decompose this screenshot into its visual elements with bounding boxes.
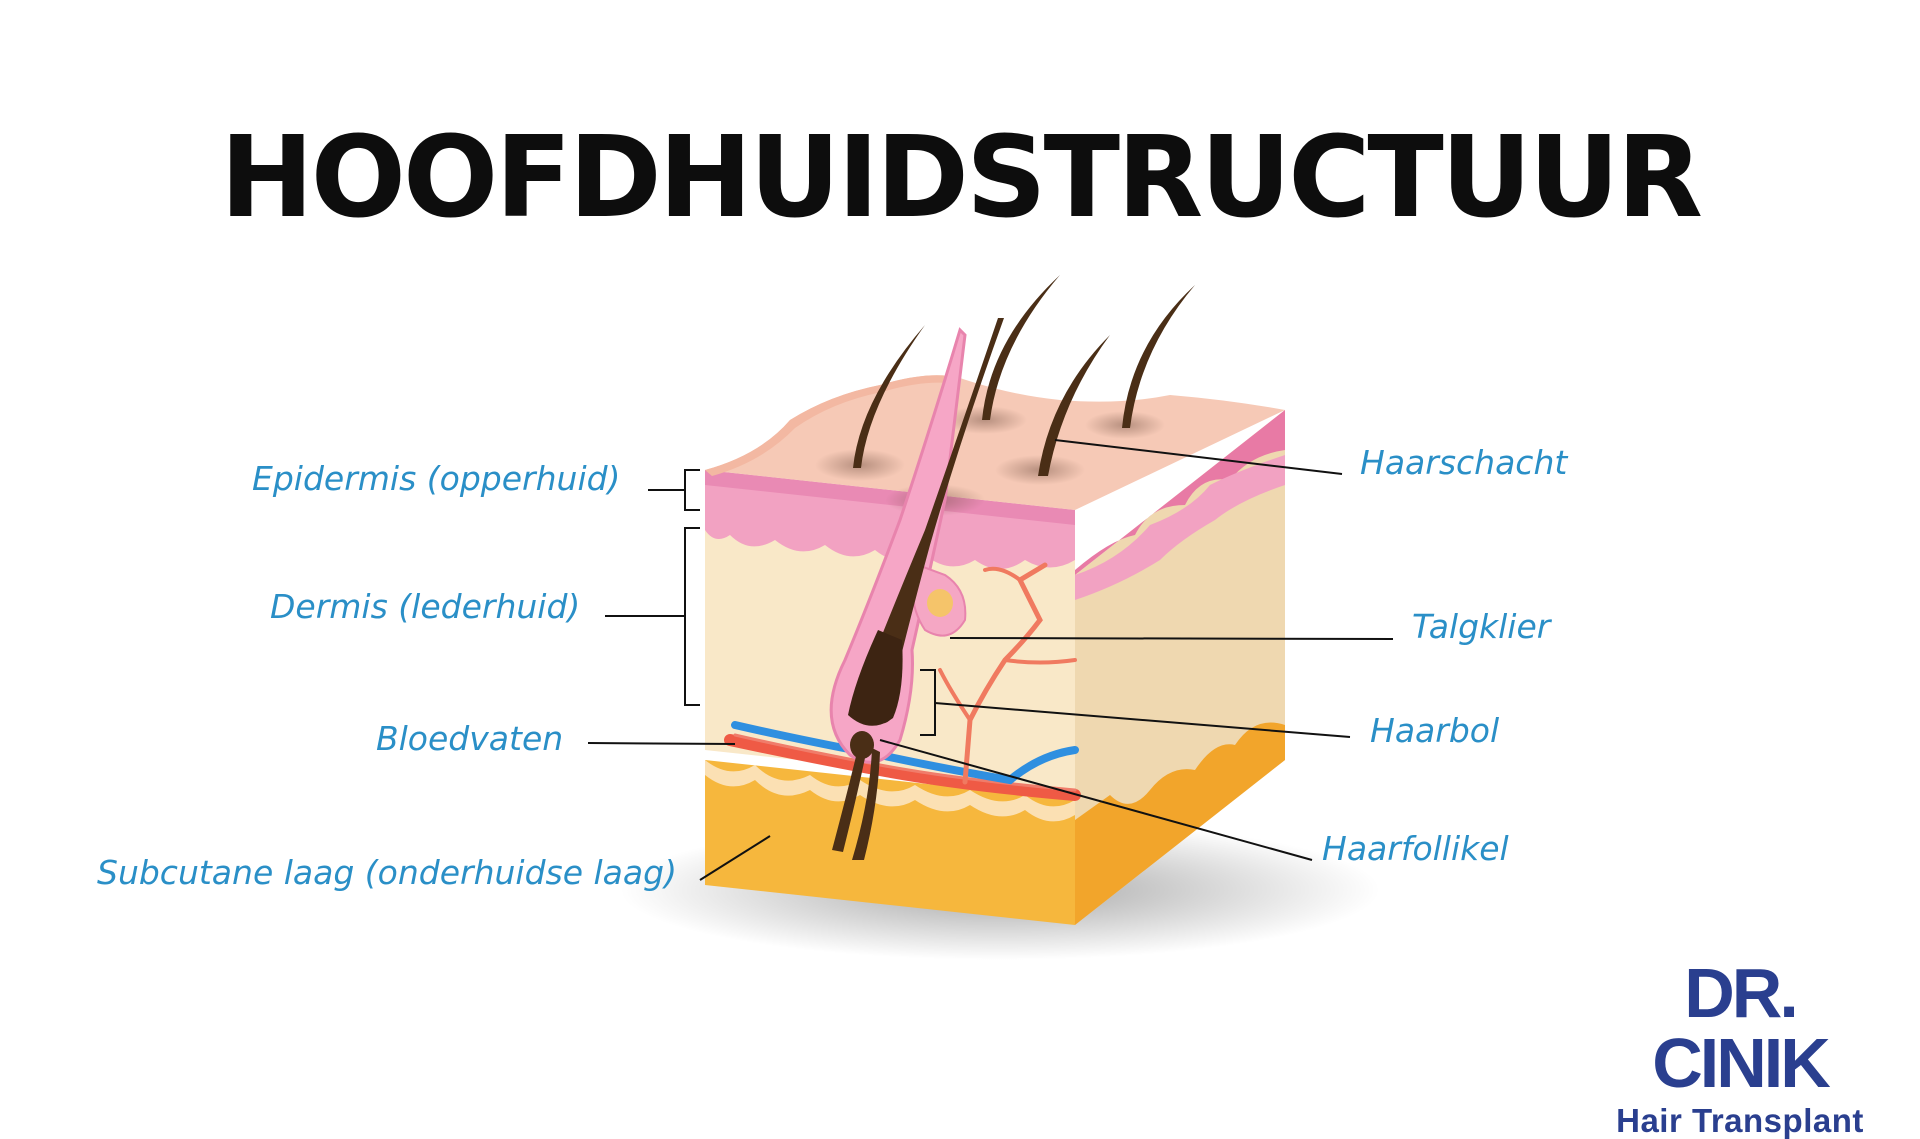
label-haarbol: Haarbol	[1370, 711, 1500, 750]
label-haarschacht: Haarschacht	[1360, 443, 1568, 482]
hair-bulb	[848, 630, 903, 726]
dermis-bracket	[684, 527, 700, 706]
block-front-face	[705, 470, 1075, 925]
leader-lines	[587, 439, 1394, 881]
label-bloedvaten: Bloedvaten	[376, 719, 564, 758]
brand-logo: DR. CINIK Hair Transplant	[1590, 958, 1890, 1137]
haarbol-line	[934, 702, 1351, 738]
talgklier-line	[949, 637, 1394, 640]
label-dermis: Dermis (lederhuid)	[270, 587, 581, 626]
scalp-diagram	[587, 275, 1394, 960]
epidermis-bracket	[684, 469, 700, 511]
haarfollikel-line	[879, 739, 1313, 861]
bloedvaten-line	[587, 742, 736, 745]
page-title: HOOFDHUIDSTRUCTUUR	[220, 113, 1703, 243]
label-epidermis: Epidermis (opperhuid)	[252, 459, 621, 498]
label-talgklier: Talgklier	[1412, 607, 1551, 646]
hair-follicle	[829, 318, 1004, 860]
logo-name: DR. CINIK	[1652, 954, 1831, 1102]
label-haarfollikel: Haarfollikel	[1322, 829, 1509, 868]
haarbol-bracket	[920, 669, 936, 736]
logo-subtitle: Hair Transplant	[1616, 1102, 1864, 1139]
subcutane-line	[699, 835, 771, 881]
label-subcutane: Subcutane laag (onderhuidse laag)	[97, 853, 677, 892]
haarschacht-line	[1054, 439, 1343, 475]
